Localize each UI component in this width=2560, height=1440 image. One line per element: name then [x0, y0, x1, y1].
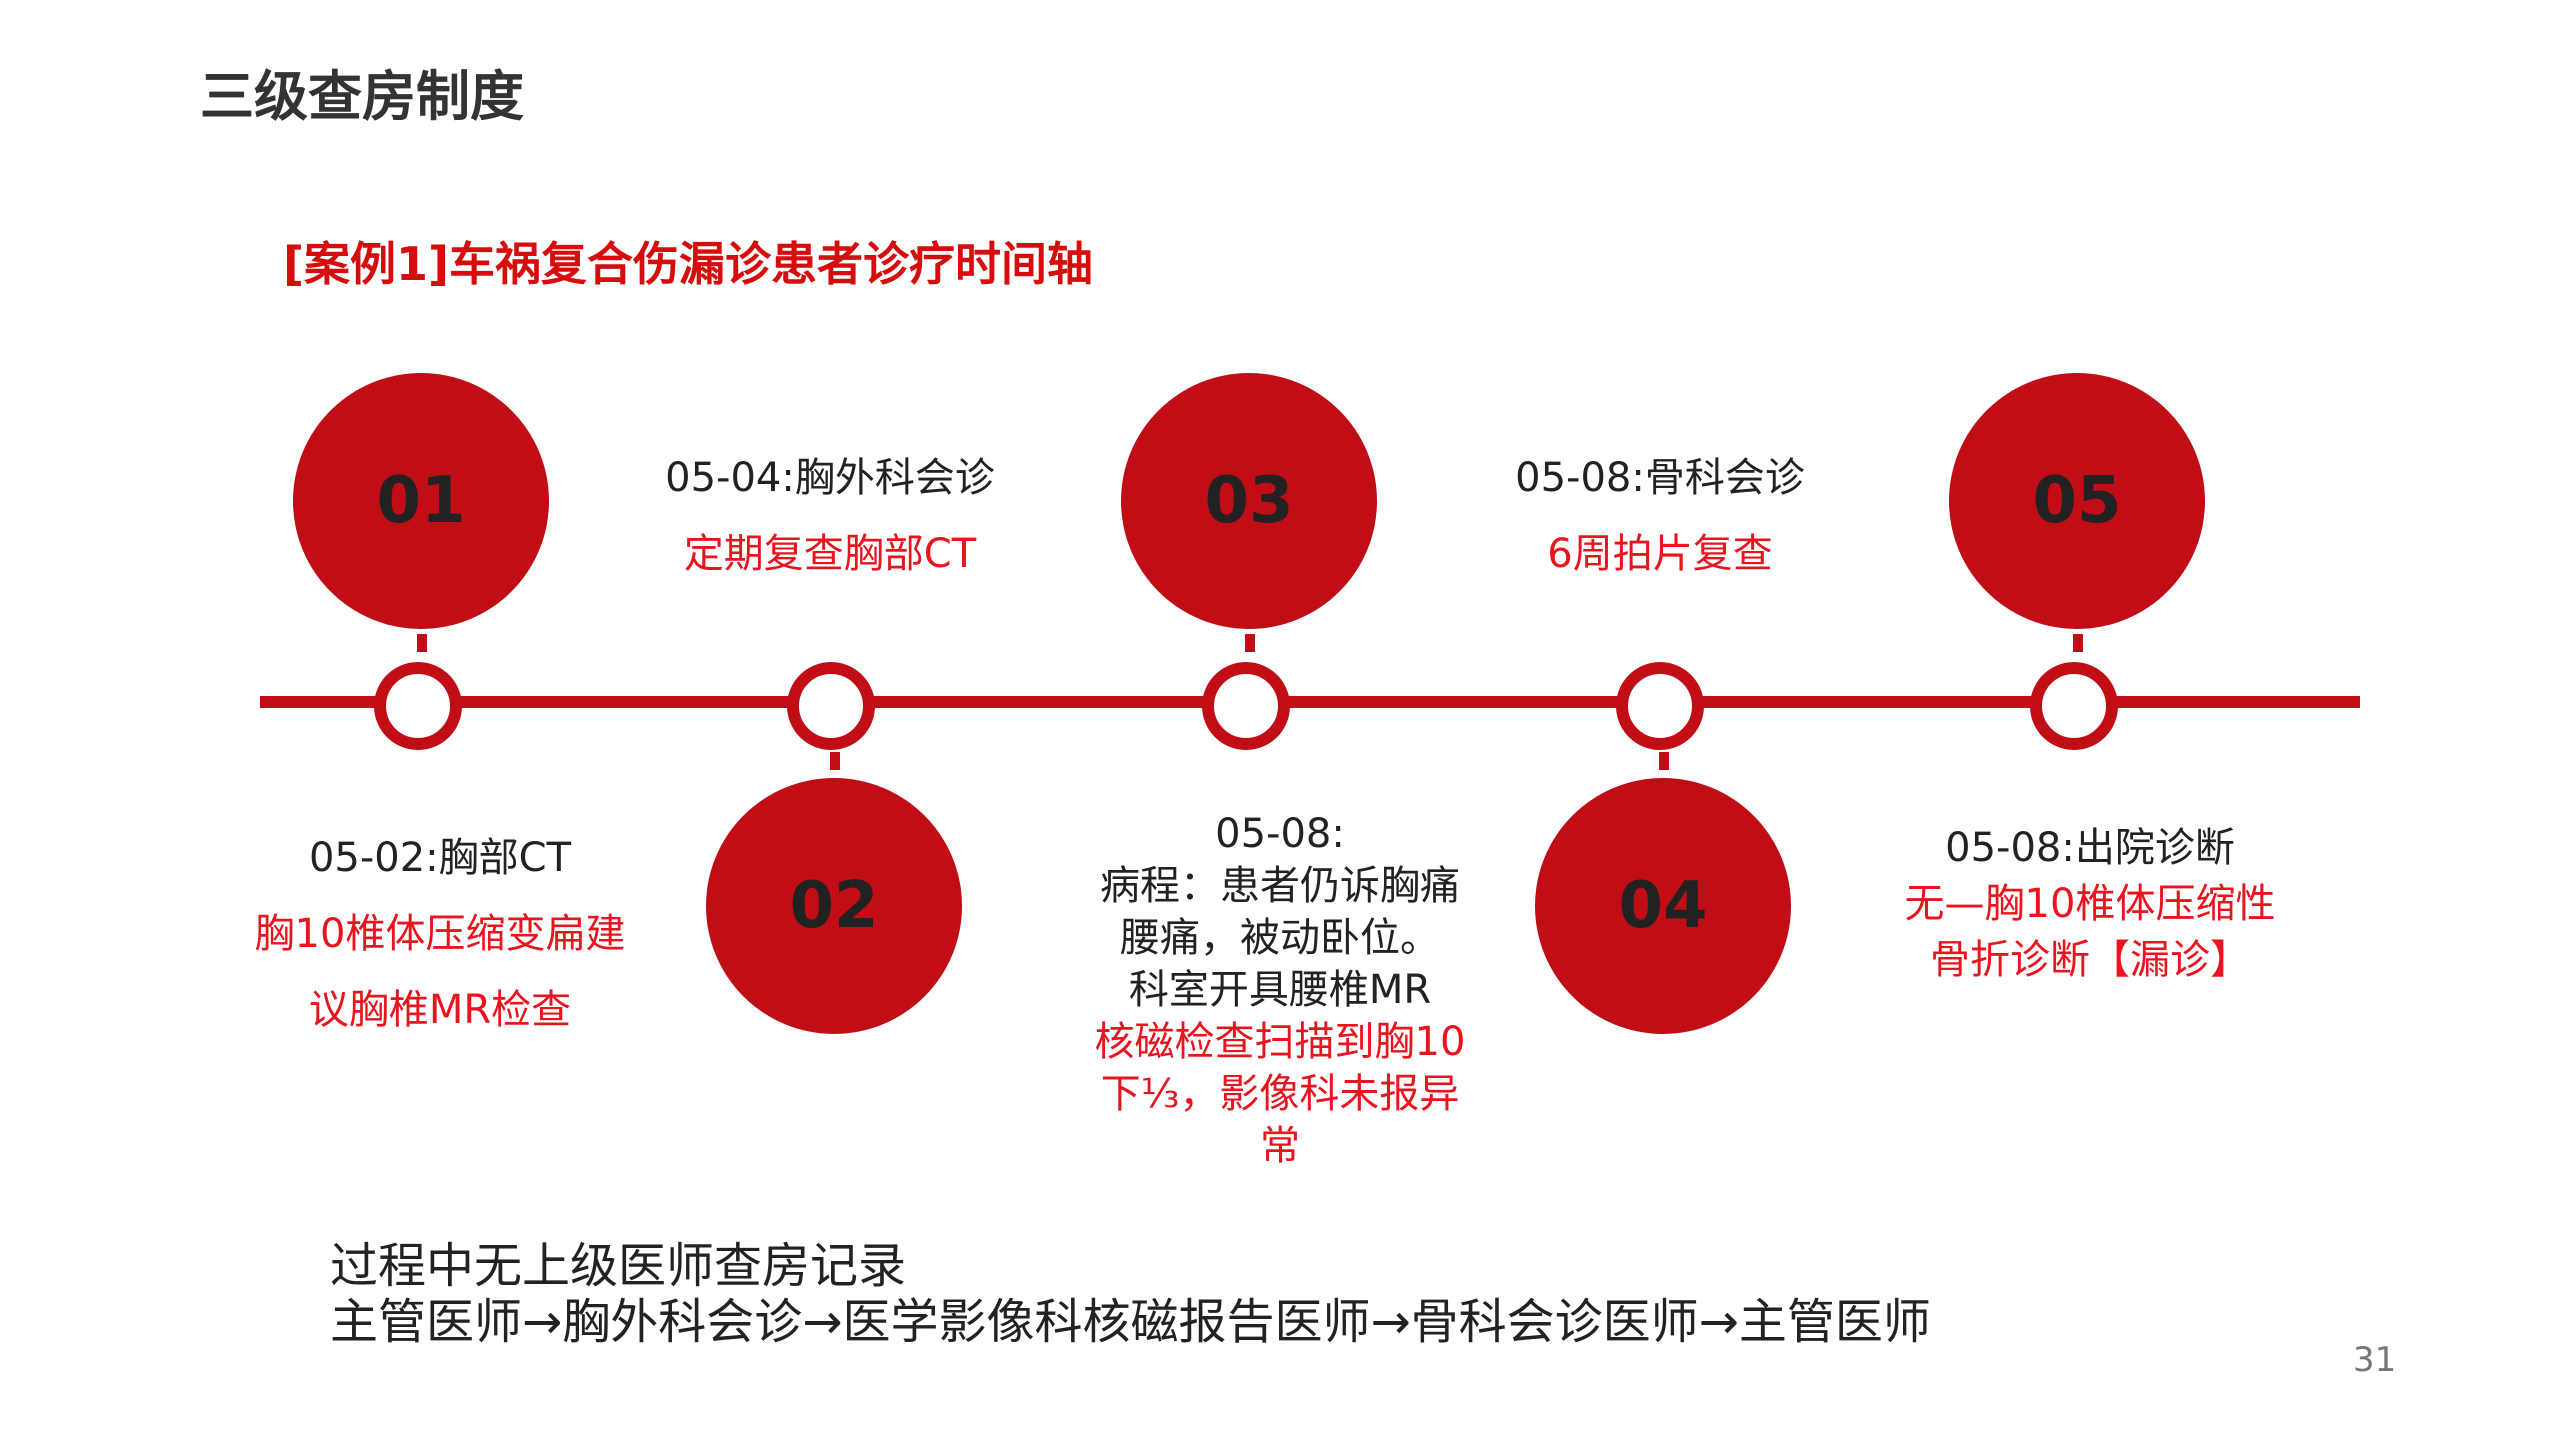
page-title: 三级查房制度: [200, 65, 524, 128]
step-04-text: 05-08:骨科会诊 6周拍片复查: [1420, 440, 1900, 592]
step-03-text: 05-08: 病程：患者仍诉胸痛 腰痛，被动卧位。 科室开具腰椎MR 核磁检查扫…: [1040, 808, 1520, 1172]
footer-notes: 过程中无上级医师查房记录 主管医师→胸外科会诊→医学影像科核磁报告医师→骨科会诊…: [330, 1238, 1931, 1350]
connector-3: [1245, 634, 1255, 652]
step-text-line: 05-08:出院诊断: [1945, 825, 2235, 871]
case-title: [案例1]车祸复合伤漏诊患者诊疗时间轴: [283, 237, 1094, 291]
step-circle-02: 02: [706, 778, 962, 1034]
step-text-line: 病程：患者仍诉胸痛: [1100, 863, 1460, 909]
step-text-line: 下⅓，影像科未报异: [1100, 1071, 1460, 1117]
timeline-node-1: [374, 662, 462, 750]
timeline-node-5: [2030, 662, 2118, 750]
page-number: 31: [2353, 1340, 2397, 1380]
step-text-line: 05-04:胸外科会诊: [665, 455, 995, 501]
step-text-line: 议胸椎MR检查: [308, 987, 572, 1033]
step-circle-04: 04: [1535, 778, 1791, 1034]
step-text-line: 无—胸10椎体压缩性: [1904, 881, 2276, 927]
step-text-line: 腰痛，被动卧位。: [1120, 915, 1440, 961]
step-text-line: 6周拍片复查: [1547, 531, 1773, 577]
timeline-node-4: [1616, 662, 1704, 750]
step-text-line: 胸10椎体压缩变扁建: [254, 911, 626, 957]
step-05-text: 05-08:出院诊断 无—胸10椎体压缩性 骨折诊断【漏诊】: [1850, 820, 2330, 988]
timeline-node-3: [1202, 662, 1290, 750]
footer-line-1: 过程中无上级医师查房记录: [330, 1238, 907, 1294]
timeline-line: [260, 696, 2360, 708]
step-text-line: 05-08:骨科会诊: [1515, 455, 1805, 501]
step-number: 01: [376, 464, 466, 538]
step-text-line: 05-02:胸部CT: [308, 835, 572, 881]
connector-5: [2073, 634, 2083, 652]
timeline-node-2: [787, 662, 875, 750]
connector-1: [417, 634, 427, 652]
footer-line-2: 主管医师→胸外科会诊→医学影像科核磁报告医师→骨科会诊医师→主管医师: [330, 1294, 1931, 1350]
connector-2: [830, 752, 840, 770]
step-text-line: 定期复查胸部CT: [683, 531, 977, 577]
step-number: 03: [1204, 464, 1294, 538]
step-text-line: 骨折诊断【漏诊】: [1930, 937, 2250, 983]
step-number: 04: [1618, 869, 1708, 943]
step-circle-05: 05: [1949, 373, 2205, 629]
connector-4: [1659, 752, 1669, 770]
step-circle-01: 01: [293, 373, 549, 629]
step-text-line: 05-08:: [1215, 811, 1345, 857]
step-circle-03: 03: [1121, 373, 1377, 629]
step-02-text: 05-04:胸外科会诊 定期复查胸部CT: [590, 440, 1070, 592]
step-number: 02: [789, 869, 879, 943]
step-text-line: 常: [1260, 1123, 1300, 1169]
step-text-line: 核磁检查扫描到胸10: [1094, 1019, 1466, 1065]
step-01-text: 05-02:胸部CT 胸10椎体压缩变扁建 议胸椎MR检查: [200, 820, 680, 1048]
step-text-line: 科室开具腰椎MR: [1128, 967, 1432, 1013]
step-number: 05: [2032, 464, 2122, 538]
